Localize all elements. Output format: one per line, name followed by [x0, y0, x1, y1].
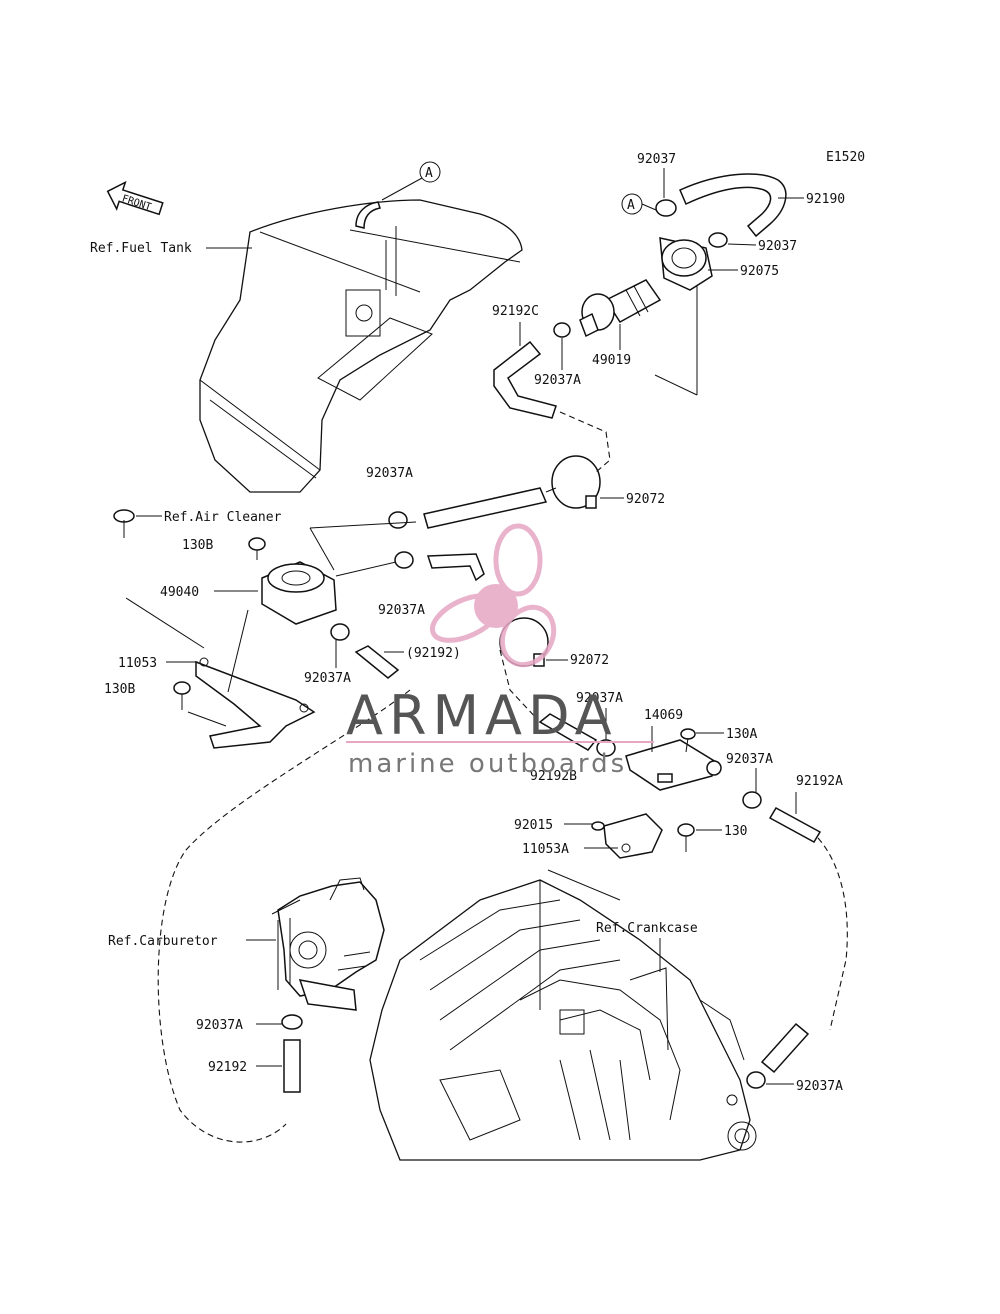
- hose-92192a: [768, 806, 848, 1031]
- label-92037a-crank: 92037A: [796, 1079, 843, 1094]
- label-130a: 130A: [726, 727, 757, 742]
- label-92190: 92190: [806, 192, 845, 207]
- ref-circle-a-filter: A: [621, 193, 657, 215]
- label-49019: 49019: [592, 353, 631, 368]
- label-92037a-carb: 92037A: [196, 1018, 243, 1033]
- crankcase: [369, 869, 757, 1161]
- label-11053: 11053: [118, 656, 157, 671]
- hose-92192-paren: [330, 623, 400, 679]
- fuel-pump-49040: [261, 521, 417, 625]
- label-92037a-filter: 92037A: [534, 373, 581, 388]
- front-arrow-icon: FRONT: [106, 180, 164, 216]
- label-92192b: 92192B: [530, 769, 577, 784]
- label-92037a-pump: 92037A: [378, 603, 425, 618]
- watermark-brand: ARMADA: [346, 684, 618, 747]
- label-92075: 92075: [740, 264, 779, 279]
- label-130b-top: 130B: [182, 538, 213, 553]
- bolt-air-cleaner: [113, 509, 135, 538]
- label-92015: 92015: [514, 818, 553, 833]
- hose-92192-carb: [281, 1014, 303, 1093]
- hose-middle: [335, 551, 485, 582]
- label-92037a-mid: 92037A: [576, 691, 623, 706]
- label-92072-b: 92072: [570, 653, 609, 668]
- diagram-code: E1520: [826, 150, 865, 165]
- label-92037a-right: 92037A: [726, 752, 773, 767]
- watermark-tagline: marine outboards: [348, 749, 627, 779]
- label-92192c: 92192C: [492, 304, 539, 319]
- label-92037a-pump2: 92037A: [304, 671, 351, 686]
- label-130: 130: [724, 824, 747, 839]
- bolt-130b-top: [248, 537, 266, 560]
- fuel-tank-outline: [199, 199, 523, 493]
- ref-crankcase-label: Ref.Crankcase: [596, 921, 698, 936]
- hose-crankcase: [746, 1022, 810, 1089]
- clamp-92072-upper: [551, 455, 601, 509]
- ref-circle-a-top-label: A: [425, 166, 433, 181]
- label-92037a-tank: 92037A: [366, 466, 413, 481]
- label-11053a: 11053A: [522, 842, 569, 857]
- ref-air-cleaner-label: Ref.Air Cleaner: [164, 510, 282, 525]
- armada-propeller-logo: [429, 523, 557, 668]
- label-49040: 49040: [160, 585, 199, 600]
- ref-carburetor-label: Ref.Carburetor: [108, 934, 218, 949]
- ref-circle-a-top: A: [381, 161, 441, 201]
- label-92037-mid: 92037: [758, 239, 797, 254]
- bolt-130b-bottom: [173, 681, 227, 727]
- fuel-filter-49019: [579, 279, 662, 338]
- label-14069: 14069: [644, 708, 683, 723]
- clamp-92037-top: [655, 199, 677, 217]
- clamp-92037a-right: [742, 791, 762, 809]
- bracket-11053: [125, 597, 316, 749]
- ref-circle-a-filter-label: A: [627, 198, 635, 213]
- ref-fuel-tank-label: Ref.Fuel Tank: [90, 241, 192, 256]
- bolt-130a: [680, 728, 696, 753]
- valve-14069: [625, 739, 722, 791]
- label-92192-carb: 92192: [208, 1060, 247, 1075]
- label-92192a: 92192A: [796, 774, 843, 789]
- label-92037-top: 92037: [637, 152, 676, 167]
- hose-upper: [423, 487, 557, 529]
- carburetor: [271, 877, 385, 1011]
- bracket-92075: [659, 237, 713, 291]
- label-92072-a: 92072: [626, 492, 665, 507]
- bracket-11053a: [591, 813, 663, 859]
- hose-92192c: [493, 340, 611, 473]
- label-92192-paren: (92192): [406, 646, 461, 661]
- clamp-92037a-filter: [553, 322, 571, 338]
- bolt-130: [677, 823, 695, 852]
- hose-92190: [679, 173, 787, 238]
- clamp-92037-mid: [708, 232, 728, 248]
- label-130b-bottom: 130B: [104, 682, 135, 697]
